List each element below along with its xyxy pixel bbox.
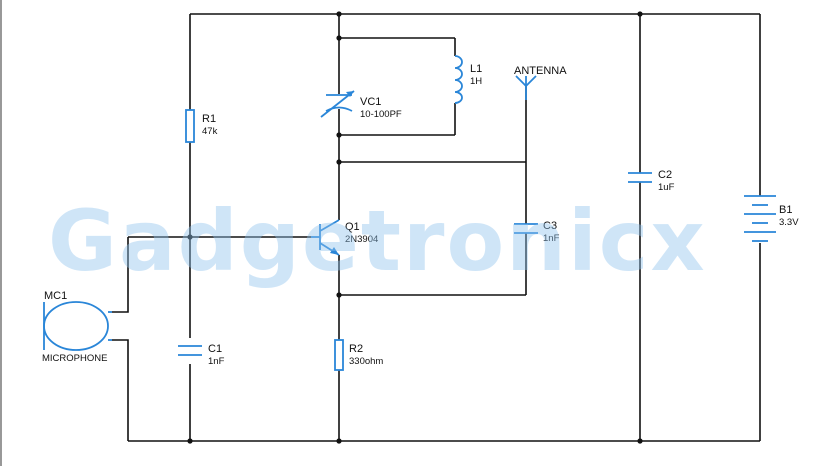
c2-ref: C2 xyxy=(658,169,672,181)
antenna-label: ANTENNA xyxy=(514,65,567,77)
watermark: Gadgetronicx xyxy=(48,192,707,290)
junctions xyxy=(187,11,643,444)
r1-resistor-icon xyxy=(185,109,195,143)
r1-value: 47k xyxy=(202,126,218,137)
b1-ref: B1 xyxy=(779,204,792,216)
vc1-ref: VC1 xyxy=(360,96,381,108)
l1-ref: L1 xyxy=(470,63,482,75)
variable-arrow-icon xyxy=(320,90,355,118)
c1-ref: C1 xyxy=(208,343,222,355)
b1-value: 3.3V xyxy=(779,217,799,228)
battery-icon xyxy=(744,195,776,242)
q1-value: 2N3904 xyxy=(345,234,378,245)
c2-value: 1uF xyxy=(658,182,675,193)
npn-transistor-icon xyxy=(311,219,340,256)
r1-ref: R1 xyxy=(202,113,216,125)
c1-capacitor: C1 1nF xyxy=(178,343,225,367)
mc1-value: MICROPHONE xyxy=(42,353,107,364)
microphone-icon xyxy=(43,301,109,351)
l1-inductor: L1 1H xyxy=(454,55,482,104)
b1-battery: B1 3.3V xyxy=(744,195,799,242)
q1-ref: Q1 xyxy=(345,221,360,233)
c3-capacitor: C3 1nF xyxy=(514,220,560,244)
vc1-variable-capacitor: VC1 10-100PF xyxy=(320,90,402,120)
r2-resistor: R2 330ohm xyxy=(334,339,383,371)
wires xyxy=(112,13,761,442)
c2-capacitor: C2 1uF xyxy=(628,169,675,193)
c1-value: 1nF xyxy=(208,356,225,367)
antenna: ANTENNA xyxy=(514,65,567,100)
mc1-microphone: MC1 MICROPHONE xyxy=(42,290,112,364)
inductor-coil-icon xyxy=(454,55,463,104)
r2-ref: R2 xyxy=(349,343,363,355)
l1-value: 1H xyxy=(470,76,482,87)
c3-value: 1nF xyxy=(543,233,560,244)
q1-transistor: Q1 2N3904 xyxy=(311,219,378,256)
watermark-text: Gadgetronicx xyxy=(48,192,707,290)
r1-resistor: R1 47k xyxy=(185,109,218,143)
r2-resistor-icon xyxy=(334,339,344,371)
vc1-value: 10-100PF xyxy=(360,109,402,120)
c3-ref: C3 xyxy=(543,220,557,232)
r2-value: 330ohm xyxy=(349,356,383,367)
mc1-ref: MC1 xyxy=(44,290,67,302)
